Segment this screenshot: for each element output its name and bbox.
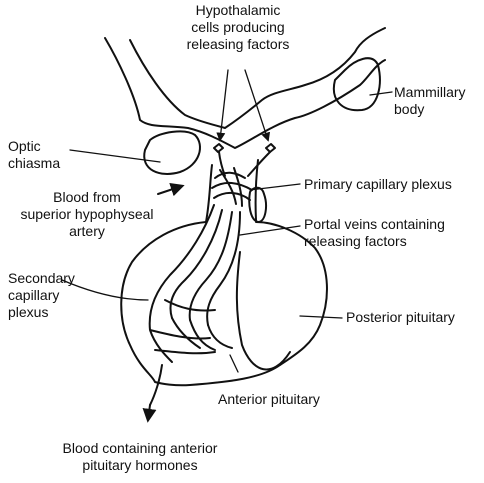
label-posterior-pituitary: Posterior pituitary — [346, 309, 455, 325]
portal-vein-4 — [206, 211, 241, 326]
label-blood-containing-hormones: Blood containing anterior pituitary horm… — [62, 440, 218, 473]
label-optic-chiasma: Optic chiasma — [8, 138, 61, 171]
hypothalamus-inner-outline — [129, 27, 386, 129]
secondary-capillary-plexus — [149, 299, 233, 363]
pituitary-stalk-right — [254, 159, 259, 221]
label-secondary-capillary-plexus: Secondary capillary plexus — [8, 270, 75, 320]
hypothalamic-cell-right — [265, 143, 276, 153]
primary-capillary-plexus — [211, 167, 253, 207]
neuron-fiber-right — [247, 151, 271, 177]
portal-vein-2 — [169, 209, 223, 319]
anterior-posterior-divider — [235, 251, 291, 371]
label-hypothalamic-cells: Hypothalamic cells producing releasing f… — [186, 2, 290, 52]
leader-posterior — [299, 315, 343, 319]
label-blood-from-artery: Blood from superior hypophyseal artery — [20, 189, 154, 239]
inflow-arrow — [157, 182, 185, 197]
leader-hypothalamic-right — [244, 69, 271, 142]
neuron-fiber-left — [218, 151, 226, 177]
outflow-vessel — [149, 364, 163, 406]
stalk-oval — [248, 186, 267, 223]
portal-vein-3 — [188, 211, 233, 321]
leader-hypothalamic-left — [216, 69, 229, 142]
pituitary-outline — [120, 221, 328, 387]
leader-primary — [249, 183, 301, 191]
outflow-arrow — [142, 404, 157, 423]
label-mammillary-body: Mammillary body — [394, 84, 466, 117]
leader-secondary — [61, 279, 149, 301]
pituitary-stalk-left — [205, 164, 213, 223]
label-primary-capillary-plexus: Primary capillary plexus — [304, 176, 452, 192]
optic-chiasma — [143, 130, 201, 175]
leader-portal — [239, 225, 301, 236]
leader-mammillary — [369, 91, 393, 96]
leader-anterior — [229, 354, 239, 373]
label-anterior-pituitary: Anterior pituitary — [218, 391, 320, 407]
hypothalamic-cell-left — [213, 143, 224, 153]
leader-optic — [69, 149, 161, 163]
hypothalamus-outline — [104, 37, 386, 149]
mammillary-body — [332, 57, 381, 112]
label-portal-veins: Portal veins containing releasing factor… — [304, 216, 445, 249]
portal-vein-1 — [148, 204, 215, 331]
